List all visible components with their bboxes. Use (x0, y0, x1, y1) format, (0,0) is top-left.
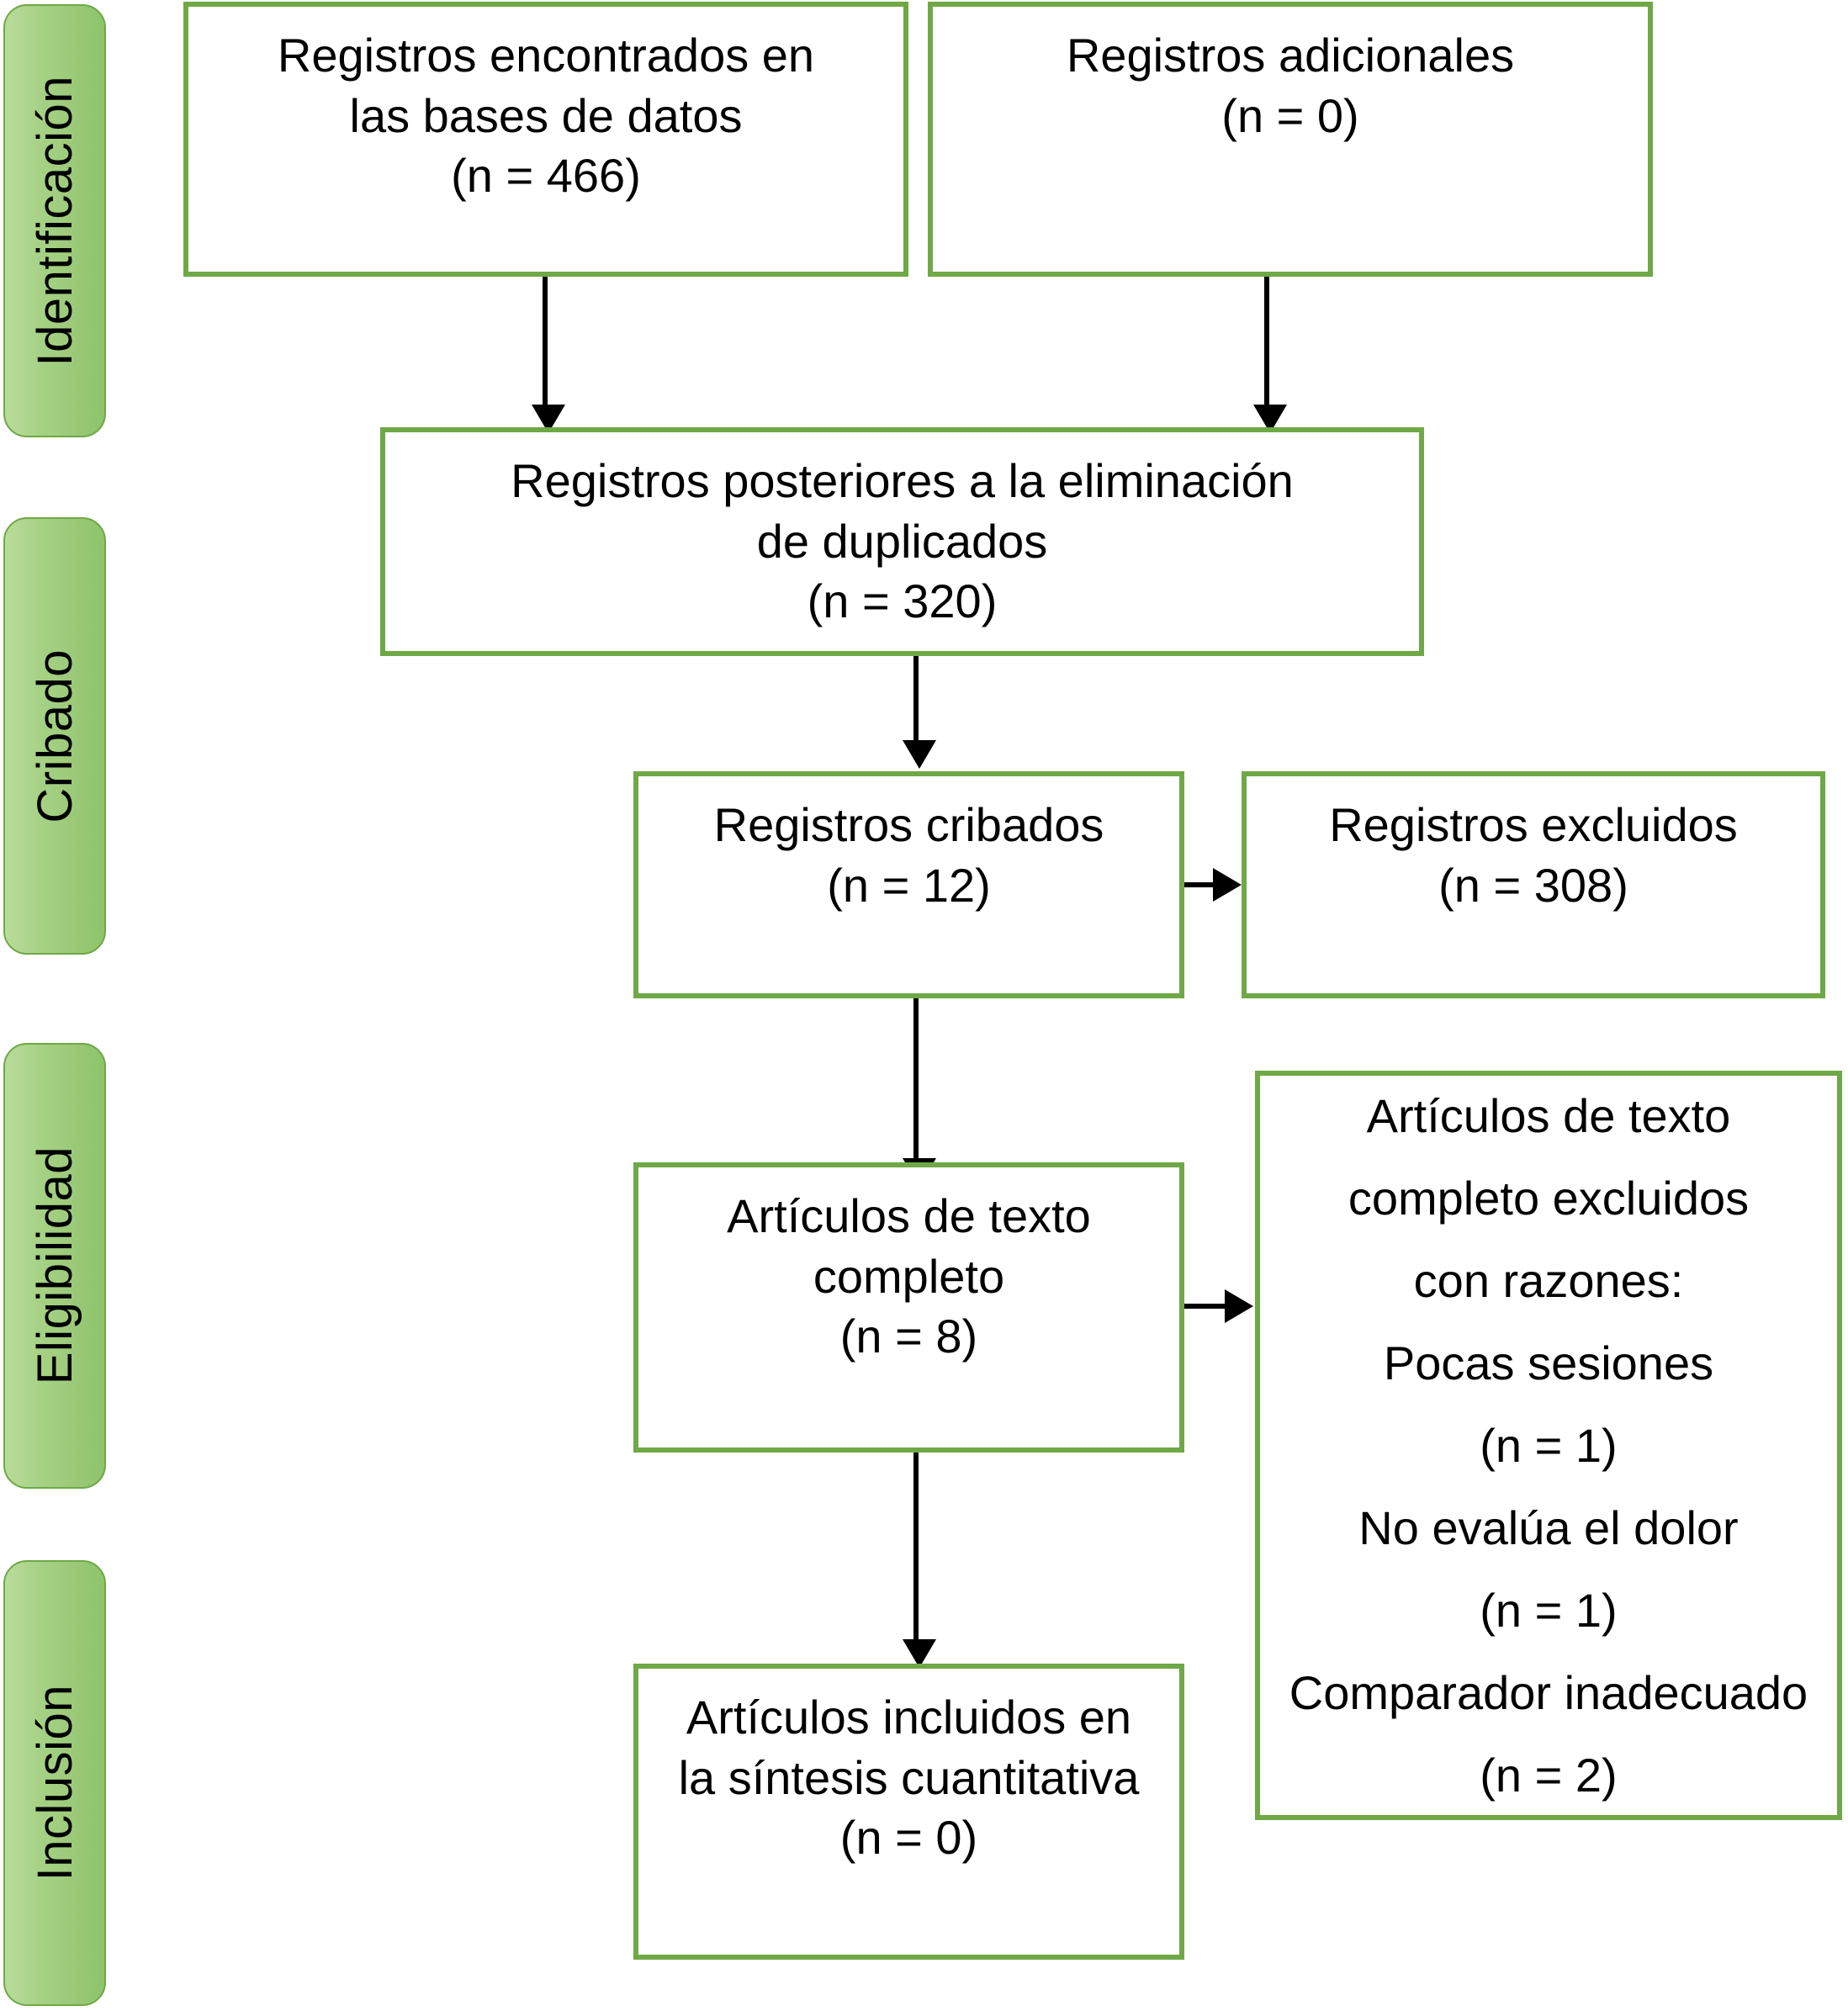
stage-label-cribado: Cribado (27, 648, 82, 823)
connector-fulltext-to-excluded-reasons (1184, 1304, 1228, 1309)
box-records-after-duplicates: Registros posteriores a la eliminación d… (380, 427, 1424, 656)
box-fulltext-assessed: Artículos de texto completo (n = 8) (633, 1162, 1184, 1453)
box-fulltext-excluded: Artículos de texto completo excluidos co… (1255, 1071, 1842, 1820)
box-fulltext-assessed-text: Artículos de texto completo (n = 8) (727, 1189, 1091, 1363)
box-records-databases: Registros encontrados en las bases de da… (183, 2, 908, 277)
box-records-after-duplicates-text: Registros posteriores a la eliminación d… (511, 454, 1294, 628)
box-records-excluded: Registros excluidos (n = 308) (1242, 771, 1825, 998)
connector-fulltext-to-included (913, 1453, 919, 1639)
arrow-right-screened-to-excluded (1213, 868, 1242, 902)
box-records-screened: Registros cribados (n = 12) (633, 771, 1184, 998)
stage-bar-cribado: Cribado (3, 517, 106, 955)
stage-bar-identificacion: Identificación (3, 4, 106, 437)
box-records-screened-text: Registros cribados (n = 12) (713, 798, 1104, 912)
connector-dedup-to-screened (913, 656, 919, 740)
connector-screened-to-excluded (1184, 882, 1216, 887)
box-included-quantitative-text: Artículos incluidos en la síntesis cuant… (678, 1691, 1140, 1865)
stage-bar-eligibilidad: Eligibilidad (3, 1043, 106, 1489)
stage-bar-inclusion: Inclusión (3, 1560, 106, 2006)
arrow-down-fulltext-to-included (903, 1639, 936, 1668)
box-records-databases-text: Registros encontrados en las bases de da… (277, 29, 815, 203)
arrow-down-dedup-to-screened (903, 740, 936, 769)
box-fulltext-excluded-text: Artículos de texto completo excluidos co… (1289, 1088, 1808, 1802)
arrow-right-fulltext-to-excluded-reasons (1225, 1289, 1253, 1323)
stage-label-inclusion: Inclusión (27, 1685, 82, 1881)
connector-databases-to-dedup (543, 277, 548, 405)
connector-additional-to-dedup (1264, 277, 1269, 405)
box-records-additional-text: Registros adicionales (n = 0) (1066, 29, 1515, 142)
connector-screened-to-fulltext (913, 998, 919, 1158)
box-included-quantitative: Artículos incluidos en la síntesis cuant… (633, 1664, 1184, 1960)
box-records-additional: Registros adicionales (n = 0) (928, 2, 1653, 277)
stage-label-eligibilidad: Eligibilidad (27, 1146, 82, 1385)
box-records-excluded-text: Registros excluidos (n = 308) (1329, 798, 1738, 912)
stage-label-identificacion: Identificación (27, 75, 82, 367)
